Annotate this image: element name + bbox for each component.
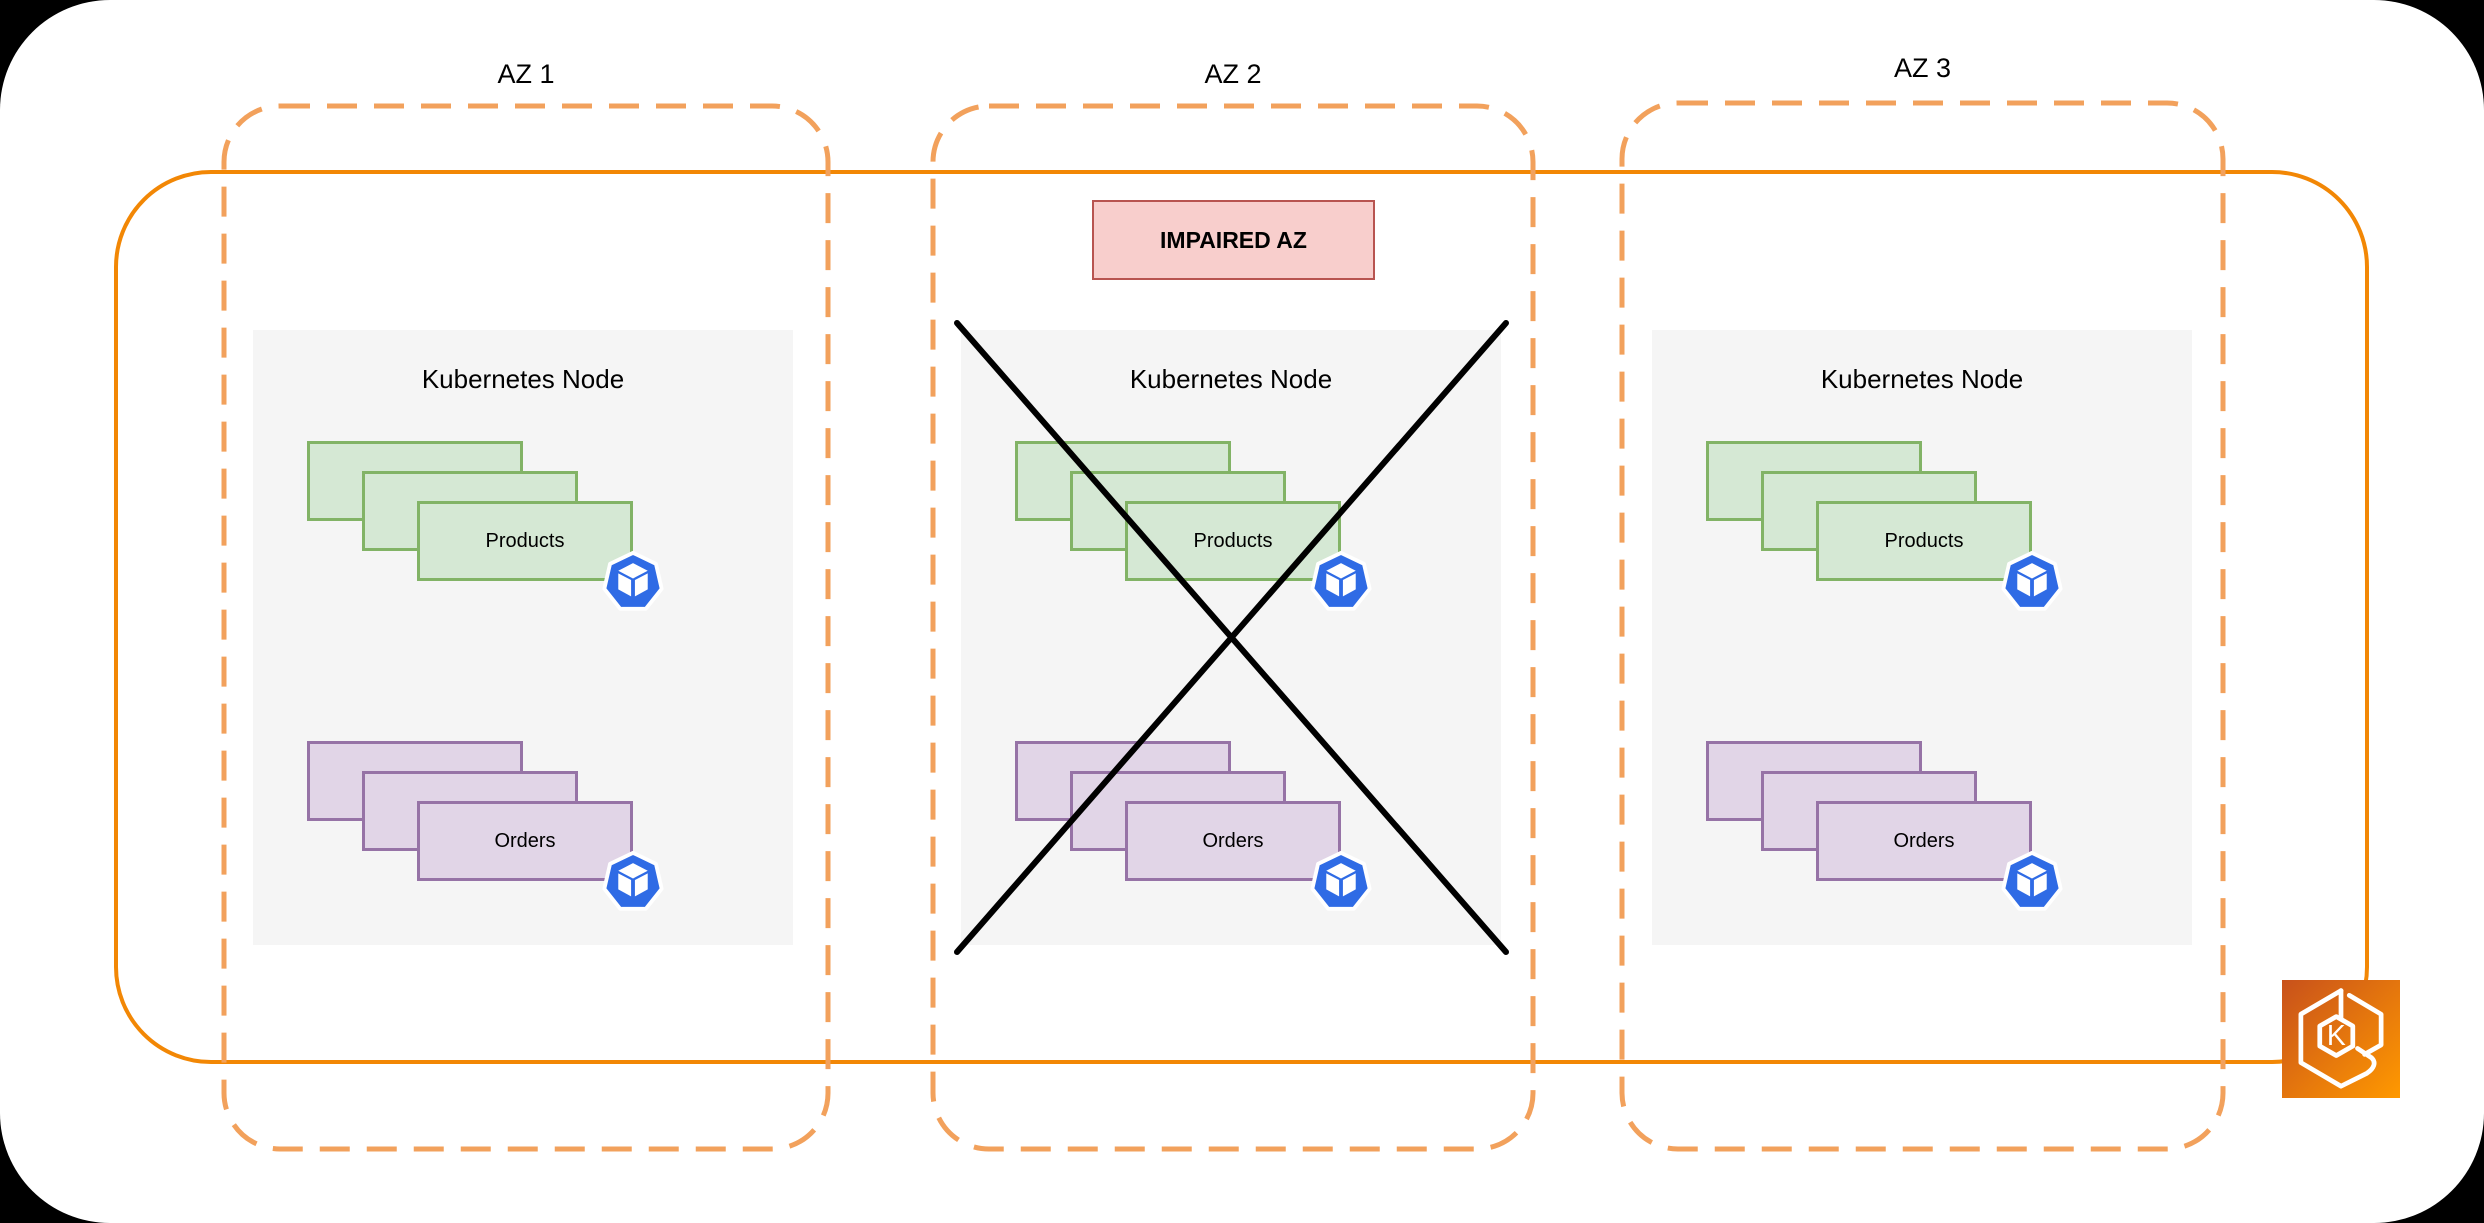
- az3-dashed-boundary: [1619, 100, 2226, 1152]
- orders-pod: Orders: [1816, 801, 2032, 881]
- products-pod: Products: [1816, 501, 2032, 581]
- amazon-eks-icon: K: [2282, 980, 2400, 1098]
- kubernetes-node-az1: Kubernetes Node Products Orders: [253, 330, 793, 945]
- az1-label: AZ 1: [497, 59, 555, 89]
- kubernetes-pod-icon: [2001, 850, 2063, 911]
- az3-label: AZ 3: [1893, 53, 1952, 83]
- kubernetes-pod-icon: [602, 850, 664, 911]
- kubernetes-pod-icon: [1310, 550, 1372, 611]
- orders-label: Orders: [1893, 829, 1955, 852]
- products-pod: Products: [1125, 501, 1341, 581]
- products-pod: Products: [417, 501, 633, 581]
- kubernetes-pod-icon: [602, 550, 664, 611]
- kubernetes-pod-icon: [2001, 550, 2063, 611]
- products-label: Products: [1193, 529, 1273, 552]
- impaired-az-badge: IMPAIRED AZ: [1092, 200, 1375, 280]
- az1-dashed-boundary: [221, 103, 831, 1152]
- node-title: Kubernetes Node: [1820, 364, 2024, 394]
- az2-dashed-boundary: [930, 103, 1536, 1152]
- node-title: Kubernetes Node: [1129, 364, 1333, 394]
- impaired-cross-line: [954, 320, 1509, 955]
- eks-icon-letter: K: [2327, 1020, 2346, 1052]
- orders-pod: Orders: [1125, 801, 1341, 881]
- eks-cluster-boundary: [114, 170, 2369, 1064]
- orders-pod: Orders: [417, 801, 633, 881]
- orders-label: Orders: [1202, 829, 1264, 852]
- kubernetes-node-az3: Kubernetes Node Products Orders: [1652, 330, 2192, 945]
- products-label: Products: [485, 529, 565, 552]
- orders-label: Orders: [494, 829, 556, 852]
- products-label: Products: [1884, 529, 1964, 552]
- az2-label: AZ 2: [1204, 59, 1262, 89]
- node-title: Kubernetes Node: [421, 364, 625, 394]
- kubernetes-pod-icon: [1310, 850, 1372, 911]
